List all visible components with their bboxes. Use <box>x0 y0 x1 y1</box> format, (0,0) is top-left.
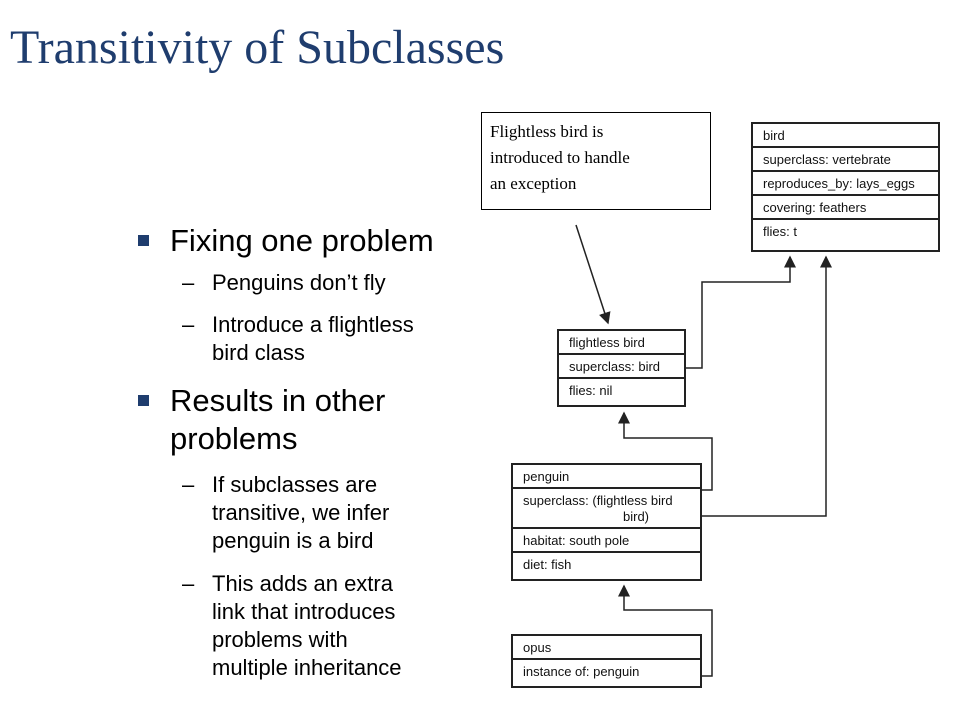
frame-bird: bird superclass: vertebrate reproduces_b… <box>751 122 940 252</box>
frame-flightless-flies: flies: nil <box>569 383 613 398</box>
frame-penguin: penguin superclass: (flightless bird bir… <box>511 463 702 581</box>
frame-bird-superclass: superclass: vertebrate <box>753 148 938 172</box>
frame-penguin-diet: diet: fish <box>523 557 572 572</box>
frame-bird-reproduces: reproduces_by: lays_eggs <box>753 172 938 196</box>
dash-icon: – <box>182 472 195 497</box>
frame-penguin-name: penguin <box>513 465 700 489</box>
bullet-square-icon <box>138 395 149 406</box>
dash-icon: – <box>182 571 195 596</box>
bullet-square-icon <box>138 235 149 246</box>
frame-bird-flies: flies: t <box>763 224 797 239</box>
frame-flightless-bird: flightless bird superclass: bird flies: … <box>557 329 686 407</box>
bullet-list: Fixing one problem – Penguins don’t fly … <box>130 215 480 720</box>
opus-to-penguin-link <box>618 584 713 677</box>
penguin-to-flightless-link <box>618 411 713 491</box>
callout-note: Flightless bird is introduced to handle … <box>481 112 711 210</box>
dash-icon: – <box>182 270 195 295</box>
frame-penguin-habitat: habitat: south pole <box>513 529 700 553</box>
frame-opus: opus instance of: penguin <box>511 634 702 688</box>
frame-flightless-superclass: superclass: bird <box>559 355 684 379</box>
dash-icon: – <box>182 312 195 337</box>
frame-opus-name: opus <box>513 636 700 660</box>
frame-opus-instance: instance of: penguin <box>523 664 640 679</box>
frame-bird-name: bird <box>753 124 938 148</box>
flightless-to-bird-link <box>686 255 796 369</box>
frame-penguin-superclass: superclass: (flightless bird bird) <box>513 489 700 529</box>
penguin-to-bird-link <box>702 255 832 517</box>
callout-pointer-arrow <box>575 224 611 325</box>
frame-bird-covering: covering: feathers <box>753 196 938 220</box>
slide-title: Transitivity of Subclasses <box>10 21 505 74</box>
frame-flightless-name: flightless bird <box>559 331 684 355</box>
